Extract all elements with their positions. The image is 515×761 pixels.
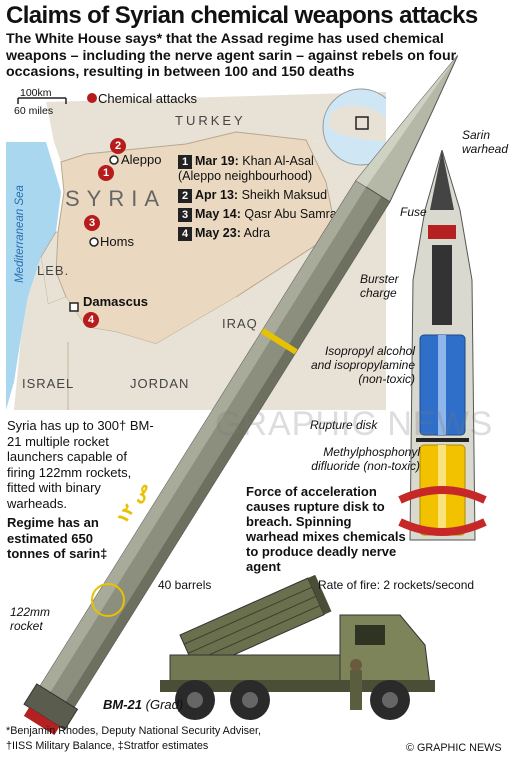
label-iraq: IRAQ: [222, 316, 258, 331]
city-homs: Homs: [100, 234, 134, 249]
damascus-marker: [69, 302, 79, 312]
footnote-2: †IISS Military Balance, ‡Stratfor estima…: [6, 740, 209, 752]
label-jordan: JORDAN: [130, 376, 190, 391]
scale-miles: 60 miles: [14, 105, 54, 117]
label-rate: Rate of fire: 2 rockets/second: [318, 578, 475, 592]
footnote-1: *Benjamin Rhodes, Deputy National Securi…: [6, 725, 262, 737]
label-syria: SYRIA: [65, 186, 167, 211]
watermark: GRAPHIC NEWS: [215, 405, 494, 443]
attack-legend-dot: [87, 93, 97, 103]
israel-jordan-shape: [14, 257, 266, 410]
label-122mm-rocket: 122mm rocket: [10, 605, 51, 633]
label-burster: Burster charge: [360, 272, 399, 300]
mediterranean-sea-shape: [6, 142, 61, 410]
city-aleppo: Aleppo: [121, 152, 162, 167]
label-bm21: BM-21 (Grad): [103, 697, 184, 712]
label-rupture-disk: Rupture disk: [310, 418, 378, 432]
label-turkey: TURKEY: [175, 113, 246, 128]
homs-marker: [89, 237, 99, 247]
warhead-cutaway: [398, 150, 487, 541]
credit: © GRAPHIC NEWS: [406, 742, 502, 754]
attack-marker-3: 3: [84, 215, 100, 231]
label-isopropyl: Isopropyl alcohol and isopropylamine (no…: [310, 344, 415, 386]
regime-text: Regime has an estimated 650 tonnes of sa…: [7, 515, 108, 561]
label-force: Force of acceleration causes rupture dis…: [246, 484, 406, 574]
turkey-shape: [46, 92, 386, 162]
attack-marker-2: 2: [110, 138, 126, 154]
label-barrels: 40 barrels: [158, 578, 212, 592]
body-text: Syria has up to 300† BM-21 multiple rock…: [7, 418, 154, 511]
legend-label: Chemical attacks: [98, 91, 197, 106]
attack-marker-4: 4: [83, 312, 99, 328]
scale-km: 100km: [20, 87, 52, 99]
label-israel: ISRAEL: [22, 376, 75, 391]
bm21-truck: [160, 575, 435, 720]
attack-marker-1: 1: [98, 165, 114, 181]
page-title: Claims of Syrian chemical weapons attack…: [6, 2, 478, 29]
label-fuse: Fuse: [400, 205, 427, 219]
city-damascus: Damascus: [83, 294, 149, 309]
aleppo-marker: [109, 155, 119, 165]
subtitle: The White House says* that the Assad reg…: [6, 31, 457, 80]
label-lebanon: LEB.: [37, 263, 70, 278]
label-sarin-warhead: Sarin warhead: [462, 128, 509, 156]
label-methyl: Methylphosphonyl difluoride (non-toxic): [311, 445, 420, 473]
